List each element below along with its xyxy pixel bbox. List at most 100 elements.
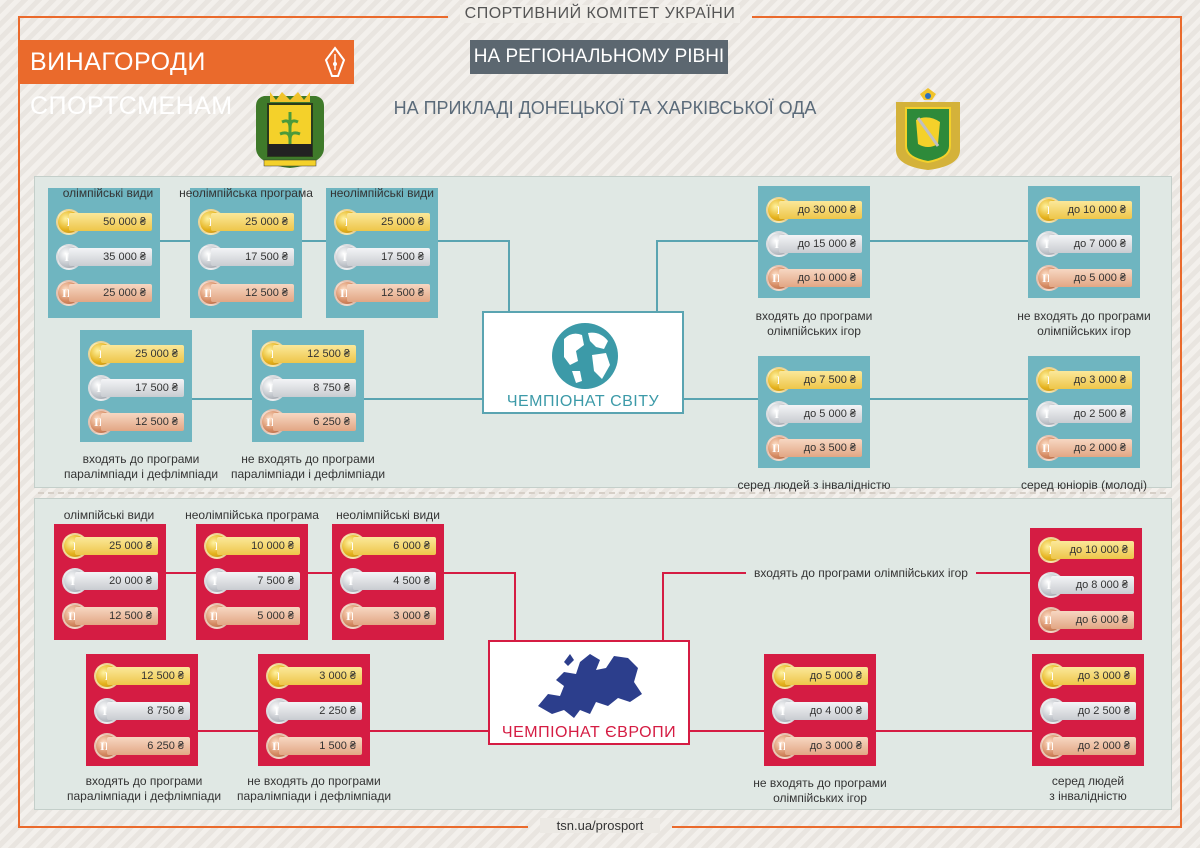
- world-nonolympic-program-box: I25 000 ₴ II17 500 ₴ III12 500 ₴: [190, 188, 302, 318]
- europe-para-in-box: I12 500 ₴ II8 750 ₴ III6 250 ₴: [86, 654, 198, 766]
- bronze-amount: 12 500 ₴: [101, 413, 184, 431]
- silver-amount: 17 500 ₴: [101, 379, 184, 397]
- world-olympic-label: олімпійські види: [62, 186, 154, 200]
- gold-amount: 25 000 ₴: [347, 213, 430, 231]
- silver-amount: до 5 000 ₴: [779, 405, 862, 423]
- kharkiv-emblem: [896, 88, 960, 170]
- europe-nonolympic-box: I6 000 ₴ II4 500 ₴ III3 000 ₴: [332, 524, 444, 640]
- europe-olympic-label: олімпійські види: [63, 508, 155, 522]
- world-para-out-box: I12 500 ₴ II8 750 ₴ III6 250 ₴: [252, 330, 364, 442]
- pen-icon: [324, 46, 346, 77]
- committee-title: СПОРТИВНИЙ КОМІТЕТ УКРАЇНИ: [460, 5, 740, 23]
- bronze-amount: до 2 000 ₴: [1053, 737, 1136, 755]
- bronze-amount: 12 500 ₴: [75, 607, 158, 625]
- gold-amount: 50 000 ₴: [69, 213, 152, 231]
- bronze-amount: 6 250 ₴: [107, 737, 190, 755]
- donetsk-emblem: [256, 92, 324, 168]
- bronze-amount: 1 500 ₴: [279, 737, 362, 755]
- kharkiv-europe-disabled-box: Iдо 3 000 ₴ IIдо 2 500 ₴ IIIдо 2 000 ₴: [1032, 654, 1144, 766]
- europe-olympic-box: I25 000 ₴ II20 000 ₴ III12 500 ₴: [54, 524, 166, 640]
- gold-amount: до 10 000 ₴: [1049, 201, 1132, 219]
- silver-amount: до 2 500 ₴: [1049, 405, 1132, 423]
- silver-amount: 20 000 ₴: [75, 572, 158, 590]
- bronze-amount: до 5 000 ₴: [1049, 269, 1132, 287]
- silver-amount: 4 500 ₴: [353, 572, 436, 590]
- gold-amount: 12 500 ₴: [107, 667, 190, 685]
- world-olympic-box: I50 000 ₴ II35 000 ₴ III25 000 ₴: [48, 188, 160, 318]
- bronze-amount: до 3 000 ₴: [785, 737, 868, 755]
- kharkiv-europe-olympic-in-label: входять до програми олімпійських ігор: [746, 566, 976, 581]
- silver-amount: до 8 000 ₴: [1051, 576, 1134, 594]
- gold-amount: до 3 000 ₴: [1053, 667, 1136, 685]
- europe-nonolympic-program-box: I10 000 ₴ II7 500 ₴ III5 000 ₴: [196, 524, 308, 640]
- silver-amount: до 4 000 ₴: [785, 702, 868, 720]
- kharkiv-world-olympic-in-box: Iдо 30 000 ₴ IIдо 15 000 ₴ IIIдо 10 000 …: [758, 186, 870, 298]
- gold-amount: до 30 000 ₴: [779, 201, 862, 219]
- europe-para-out-box: I3 000 ₴ II2 250 ₴ III1 500 ₴: [258, 654, 370, 766]
- bronze-amount: 12 500 ₴: [211, 284, 294, 302]
- kharkiv-europe-olympic-in-box: Iдо 10 000 ₴ IIдо 8 000 ₴ IIIдо 6 000 ₴: [1030, 528, 1142, 640]
- silver-amount: до 15 000 ₴: [779, 235, 862, 253]
- world-nonolympic-box: I25 000 ₴ II17 500 ₴ III12 500 ₴: [326, 188, 438, 318]
- gold-amount: до 7 500 ₴: [779, 371, 862, 389]
- world-nonolympic-label: неолімпійські види: [330, 186, 434, 200]
- world-championship-node: ЧЕМПІОНАТ СВІТУ: [482, 311, 684, 414]
- bronze-amount: 12 500 ₴: [347, 284, 430, 302]
- gold-amount: до 10 000 ₴: [1051, 541, 1134, 559]
- silver-amount: 8 750 ₴: [107, 702, 190, 720]
- gold-amount: 25 000 ₴: [211, 213, 294, 231]
- bronze-amount: до 6 000 ₴: [1051, 611, 1134, 629]
- bronze-amount: до 10 000 ₴: [779, 269, 862, 287]
- gold-amount: 10 000 ₴: [217, 537, 300, 555]
- gold-amount: 25 000 ₴: [101, 345, 184, 363]
- header-title-banner: ВИНАГОРОДИ СПОРТСМЕНАМ: [20, 40, 354, 120]
- silver-amount: до 7 000 ₴: [1049, 235, 1132, 253]
- silver-amount: 17 500 ₴: [211, 248, 294, 266]
- silver-amount: 8 750 ₴: [273, 379, 356, 397]
- silver-amount: 35 000 ₴: [69, 248, 152, 266]
- source-link[interactable]: tsn.ua/prosport: [540, 818, 660, 833]
- gold-amount: до 5 000 ₴: [785, 667, 868, 685]
- europe-title: ЧЕМПІОНАТ ЄВРОПИ: [501, 724, 677, 741]
- gold-amount: 6 000 ₴: [353, 537, 436, 555]
- silver-amount: 2 250 ₴: [279, 702, 362, 720]
- gold-amount: 12 500 ₴: [273, 345, 356, 363]
- bronze-amount: 25 000 ₴: [69, 284, 152, 302]
- europe-championship-node: ЧЕМПІОНАТ ЄВРОПИ: [488, 640, 690, 745]
- header-title: ВИНАГОРОДИ СПОРТСМЕНАМ: [30, 48, 233, 120]
- world-title: ЧЕМПІОНАТ СВІТУ: [506, 393, 660, 410]
- europe-map-icon: [538, 654, 642, 718]
- kharkiv-europe-olympic-out-box: Iдо 5 000 ₴ IIдо 4 000 ₴ IIIдо 3 000 ₴: [764, 654, 876, 766]
- bronze-amount: до 3 500 ₴: [779, 439, 862, 457]
- kharkiv-world-disabled-box: Iдо 7 500 ₴ IIдо 5 000 ₴ IIIдо 3 500 ₴: [758, 356, 870, 468]
- world-para-in-box: I25 000 ₴ II17 500 ₴ III12 500 ₴: [80, 330, 192, 442]
- kharkiv-world-olympic-out-box: Iдо 10 000 ₴ IIдо 7 000 ₴ IIIдо 5 000 ₴: [1028, 186, 1140, 298]
- bronze-amount: до 2 000 ₴: [1049, 439, 1132, 457]
- silver-amount: 7 500 ₴: [217, 572, 300, 590]
- gold-amount: 25 000 ₴: [75, 537, 158, 555]
- europe-nonolympic-program-label: неолімпійська програма: [185, 508, 319, 522]
- gold-amount: до 3 000 ₴: [1049, 371, 1132, 389]
- kharkiv-world-disabled-label: серед людей з інвалідністю: [737, 478, 891, 492]
- kharkiv-world-juniors-box: Iдо 3 000 ₴ IIдо 2 500 ₴ IIIдо 2 000 ₴: [1028, 356, 1140, 468]
- globe-icon: [552, 323, 618, 389]
- kharkiv-world-juniors-label: серед юніорів (молоді): [1021, 478, 1147, 492]
- level-badge: НА РЕГІОНАЛЬНОМУ РІВНІ: [470, 40, 728, 74]
- bronze-amount: 3 000 ₴: [353, 607, 436, 625]
- world-nonolympic-program-label: неолімпійська програма: [179, 186, 313, 200]
- subtitle: НА ПРИКЛАДІ ДОНЕЦЬКОЇ ТА ХАРКІВСЬКОЇ ОДА: [393, 98, 817, 118]
- gold-amount: 3 000 ₴: [279, 667, 362, 685]
- bronze-amount: 5 000 ₴: [217, 607, 300, 625]
- europe-nonolympic-label: неолімпійські види: [336, 508, 440, 522]
- silver-amount: до 2 500 ₴: [1053, 702, 1136, 720]
- bronze-amount: 6 250 ₴: [273, 413, 356, 431]
- silver-amount: 17 500 ₴: [347, 248, 430, 266]
